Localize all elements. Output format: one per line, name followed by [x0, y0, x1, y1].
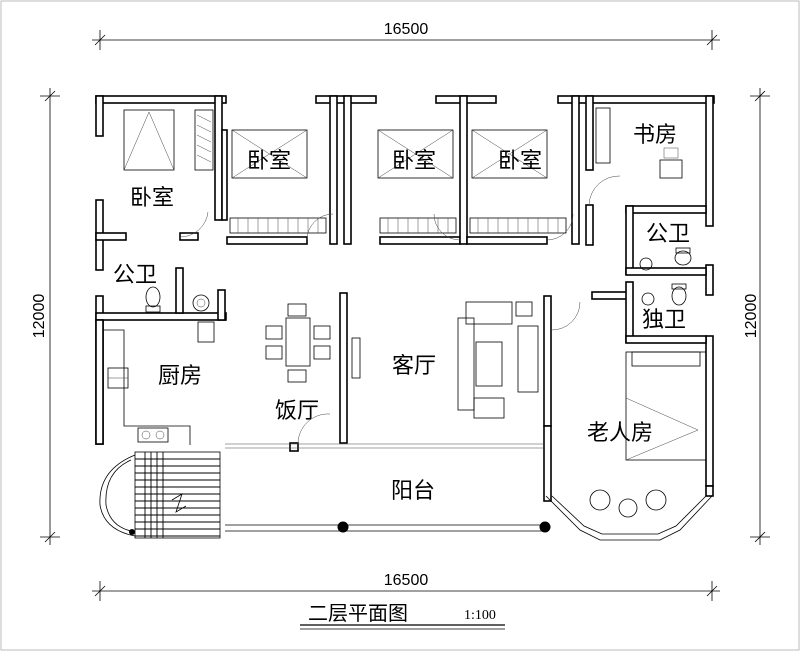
door-swings: [179, 175, 621, 445]
staircase: [99, 451, 221, 539]
bed-icon: [625, 351, 707, 461]
room-label-bedroom: 卧室: [247, 149, 291, 174]
room-label-elder-room: 老人房: [587, 421, 653, 446]
armchair-icon: [589, 489, 667, 518]
room-label-kitchen: 厨房: [158, 364, 202, 389]
bed-icon: [377, 129, 457, 234]
sink-icon: [192, 294, 210, 312]
room-label-bedroom: 卧室: [498, 149, 542, 174]
toilet-icon: [639, 247, 692, 306]
bed-icon: [469, 129, 567, 234]
room-label-public-bath: 公卫: [113, 263, 157, 288]
sofa-icon: [351, 301, 539, 419]
drawing-title: 二层平面图: [308, 601, 408, 625]
top-dimension-label: 16500: [384, 21, 429, 38]
room-label-public-bath: 公卫: [646, 222, 690, 247]
walls: [95, 95, 715, 502]
right-dimension-label: 12000: [743, 294, 760, 339]
desk-icon: [595, 107, 683, 179]
room-label-study: 书房: [633, 123, 677, 148]
bed-icon: [123, 109, 214, 171]
balcony-railing: [225, 443, 551, 533]
drawing-scale: 1:100: [464, 608, 496, 623]
bed-icon: [229, 129, 327, 234]
kitchen-counter-icon: [103, 321, 215, 445]
room-label-balcony: 阳台: [391, 479, 435, 504]
room-label-bedroom: 卧室: [130, 186, 174, 211]
bottom-dimension-label: 16500: [384, 572, 429, 589]
room-label-dining: 饭厅: [275, 399, 319, 424]
bay-window: [545, 495, 713, 541]
room-label-living: 客厅: [392, 354, 436, 379]
dimension-lines: [40, 30, 770, 601]
room-label-bedroom: 卧室: [392, 149, 436, 174]
toilet-icon: [145, 286, 161, 313]
room-label-private-bath: 独卫: [642, 308, 686, 333]
left-dimension-label: 12000: [31, 294, 48, 339]
dining-table-icon: [265, 303, 331, 383]
